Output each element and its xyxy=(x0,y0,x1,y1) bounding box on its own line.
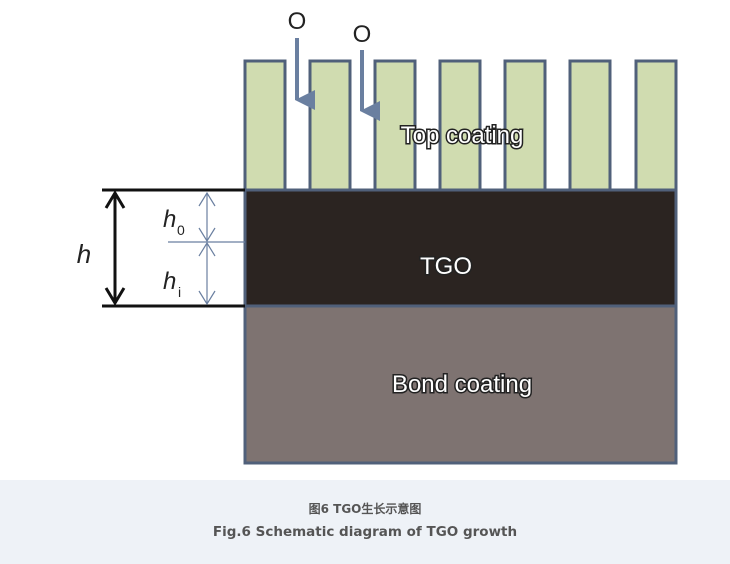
column-2 xyxy=(308,59,352,192)
outer-arrow-head-top xyxy=(198,191,216,207)
column-4 xyxy=(438,59,482,192)
outer-thickness-label: h xyxy=(163,206,176,233)
total-thickness-label: h xyxy=(77,239,91,269)
oxygen-label-2: O xyxy=(353,21,372,48)
tgo-label: TGO xyxy=(420,253,472,280)
tgo-growth-diagram: O O Top coating TGO Bond coating h h 0 h… xyxy=(77,8,678,465)
inner-thickness-label: h xyxy=(163,268,176,295)
thickness-dimension xyxy=(102,188,245,308)
column-6 xyxy=(568,59,612,192)
bond-coating-layer xyxy=(243,304,678,465)
oxygen-label-1: O xyxy=(288,8,307,35)
top-coating-columns xyxy=(243,59,678,192)
inner-arrow-head-top xyxy=(198,241,216,257)
column-5 xyxy=(503,59,547,192)
bond-coating-label: Bond coating xyxy=(392,371,532,398)
caption-chinese: 图6 TGO生长示意图 xyxy=(308,502,422,516)
column-7 xyxy=(634,59,678,192)
column-1 xyxy=(243,59,287,192)
inner-arrow-head-bottom xyxy=(198,290,216,306)
outer-arrow-head-bottom xyxy=(198,227,216,243)
inner-thickness-subscript: i xyxy=(178,284,181,300)
outer-thickness-subscript: 0 xyxy=(177,222,185,238)
figure-caption: 图6 TGO生长示意图 Fig.6 Schematic diagram of T… xyxy=(0,480,730,564)
top-coating-label: Top coating xyxy=(401,122,524,149)
total-arrow-head-bottom xyxy=(104,287,126,306)
caption-english: Fig.6 Schematic diagram of TGO growth xyxy=(212,524,518,540)
column-3 xyxy=(373,59,417,192)
total-arrow-head-top xyxy=(104,190,126,209)
tgo-layer xyxy=(243,188,678,308)
